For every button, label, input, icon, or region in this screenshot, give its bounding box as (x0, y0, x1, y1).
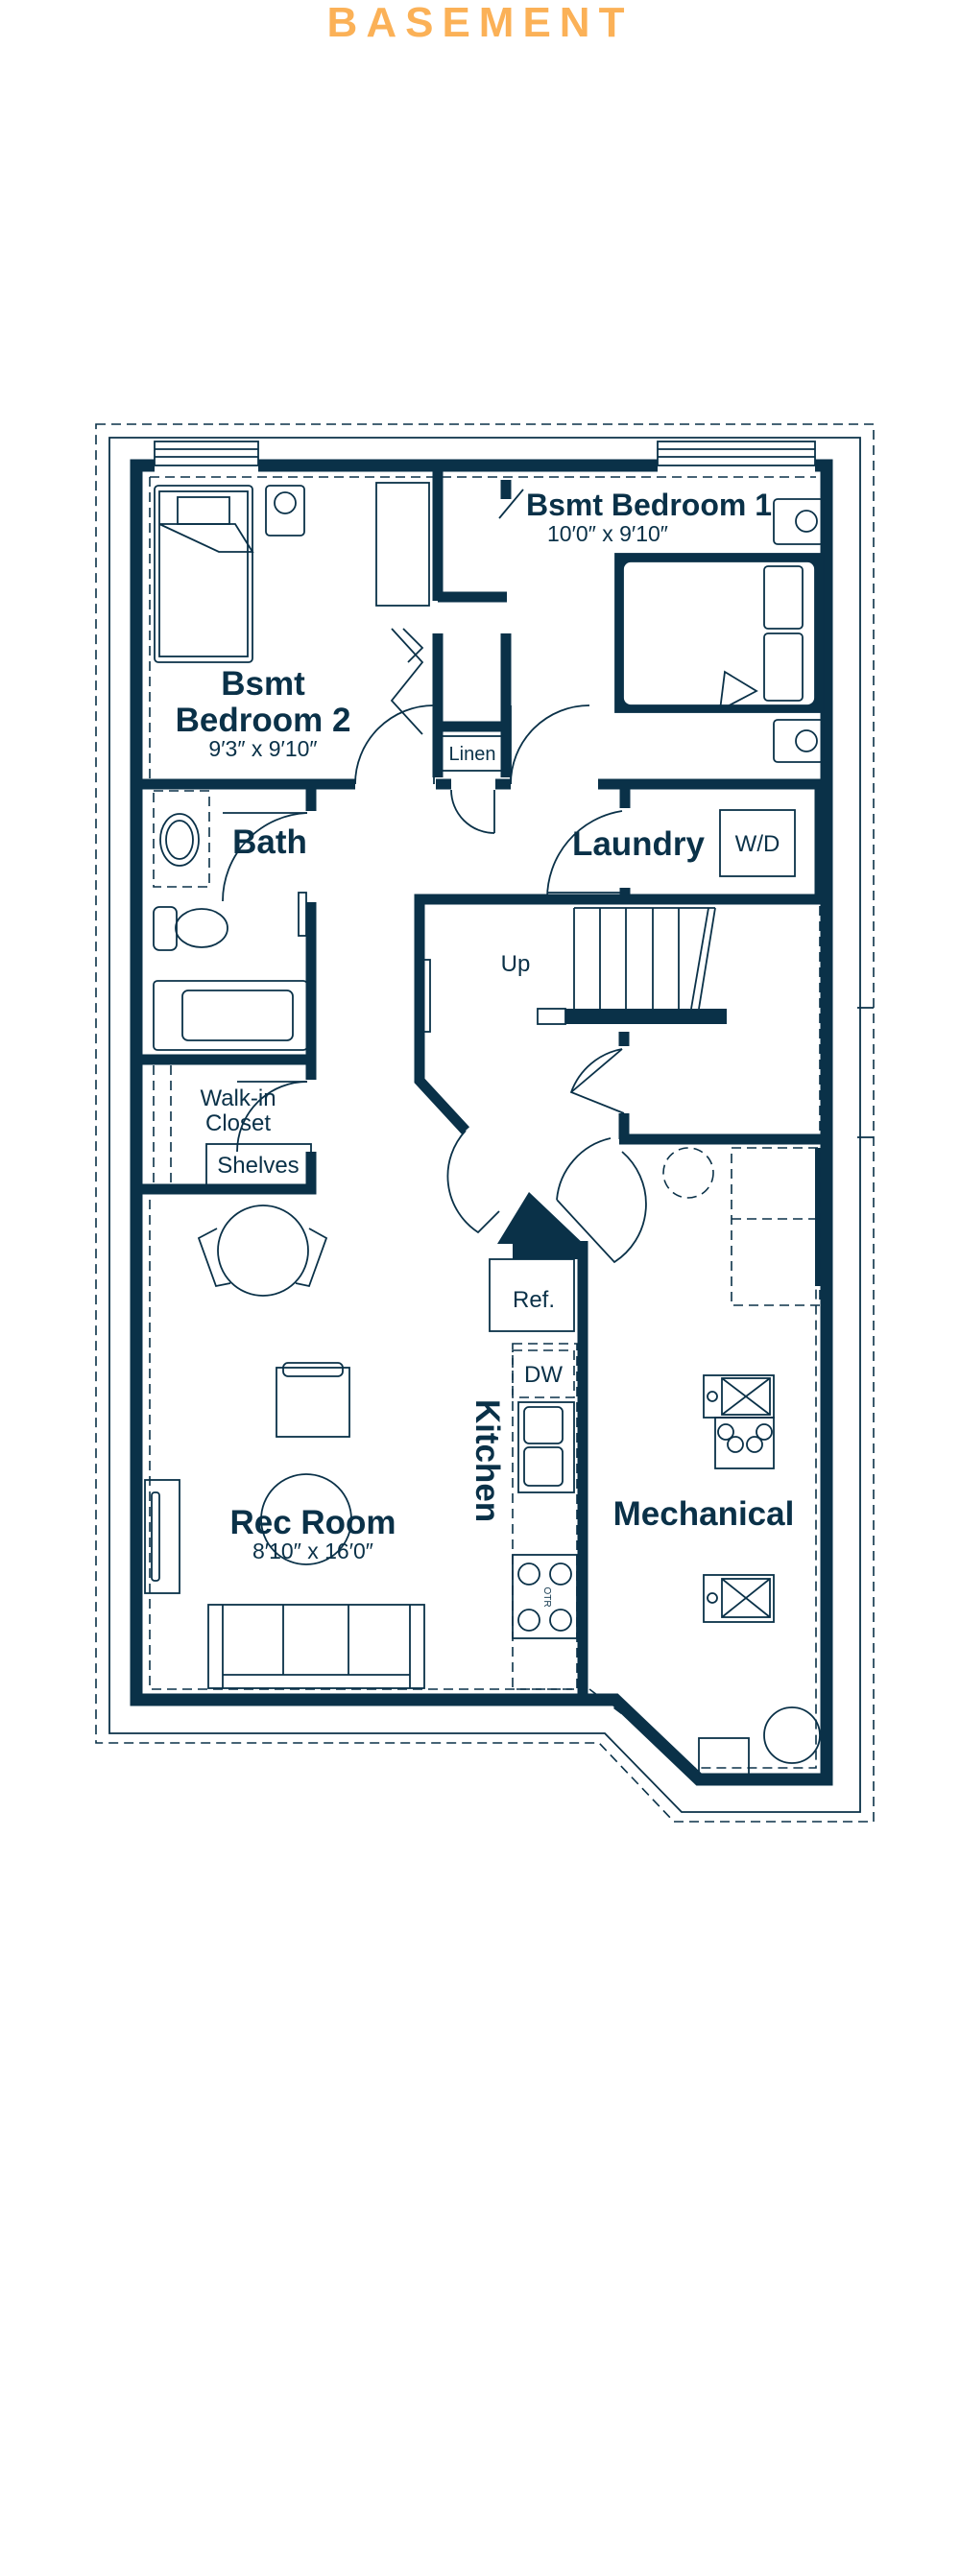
bedroom1-label: Bsmt Bedroom 1 (526, 488, 772, 522)
window (154, 441, 259, 466)
rec-room-dims: 8′10″ x 16′0″ (252, 1538, 373, 1563)
kitchen-counter (489, 1258, 578, 1690)
bedroom2-label-line2: Bedroom 2 (176, 702, 351, 739)
interior-walls (136, 465, 828, 1700)
floor-title: BASEMENT (326, 0, 634, 46)
bed (614, 553, 825, 713)
nightstand (265, 485, 305, 537)
otr-label: OTR (541, 1586, 552, 1607)
washer-dryer (719, 809, 796, 877)
bath-label: Bath (232, 823, 307, 861)
dishwasher-label: DW (524, 1362, 563, 1388)
rug (260, 1473, 352, 1565)
bedroom2-label-line1: Bsmt (221, 665, 305, 703)
tv (144, 1479, 180, 1594)
stairs-up-label: Up (501, 951, 531, 977)
closet-label-line2: Closet (205, 1110, 271, 1136)
property-line (95, 423, 875, 1823)
sofa (207, 1604, 425, 1689)
shelves-label: Shelves (217, 1153, 299, 1179)
dining-table (197, 1205, 328, 1297)
door (222, 489, 647, 1264)
linen-label: Linen (449, 744, 496, 765)
kitchen-label: Kitchen (468, 1399, 506, 1522)
shelves (205, 1143, 312, 1187)
closet-label-line1: Walk-in (200, 1085, 276, 1111)
foundation-line (108, 437, 861, 1813)
bed (154, 485, 254, 663)
exterior-wall (130, 459, 833, 1786)
armchair (276, 1362, 350, 1438)
dresser (375, 482, 430, 607)
window (657, 441, 816, 466)
rec-room-label: Rec Room (229, 1504, 396, 1541)
mechanical-label: Mechanical (613, 1495, 795, 1533)
nightstand (773, 719, 825, 763)
bedroom2-dims: 9′3″ x 9′10″ (208, 736, 317, 761)
staircase[interactable] (422, 907, 716, 1033)
washer-dryer-label: W/D (735, 831, 780, 857)
mechanical-equipment (662, 1147, 821, 1777)
bedroom1-dims: 10′0″ x 9′10″ (547, 521, 668, 546)
refrigerator-label: Ref. (513, 1287, 555, 1313)
laundry-label: Laundry (572, 825, 706, 863)
nightstand (773, 498, 825, 545)
bath-fixtures (153, 790, 308, 1051)
